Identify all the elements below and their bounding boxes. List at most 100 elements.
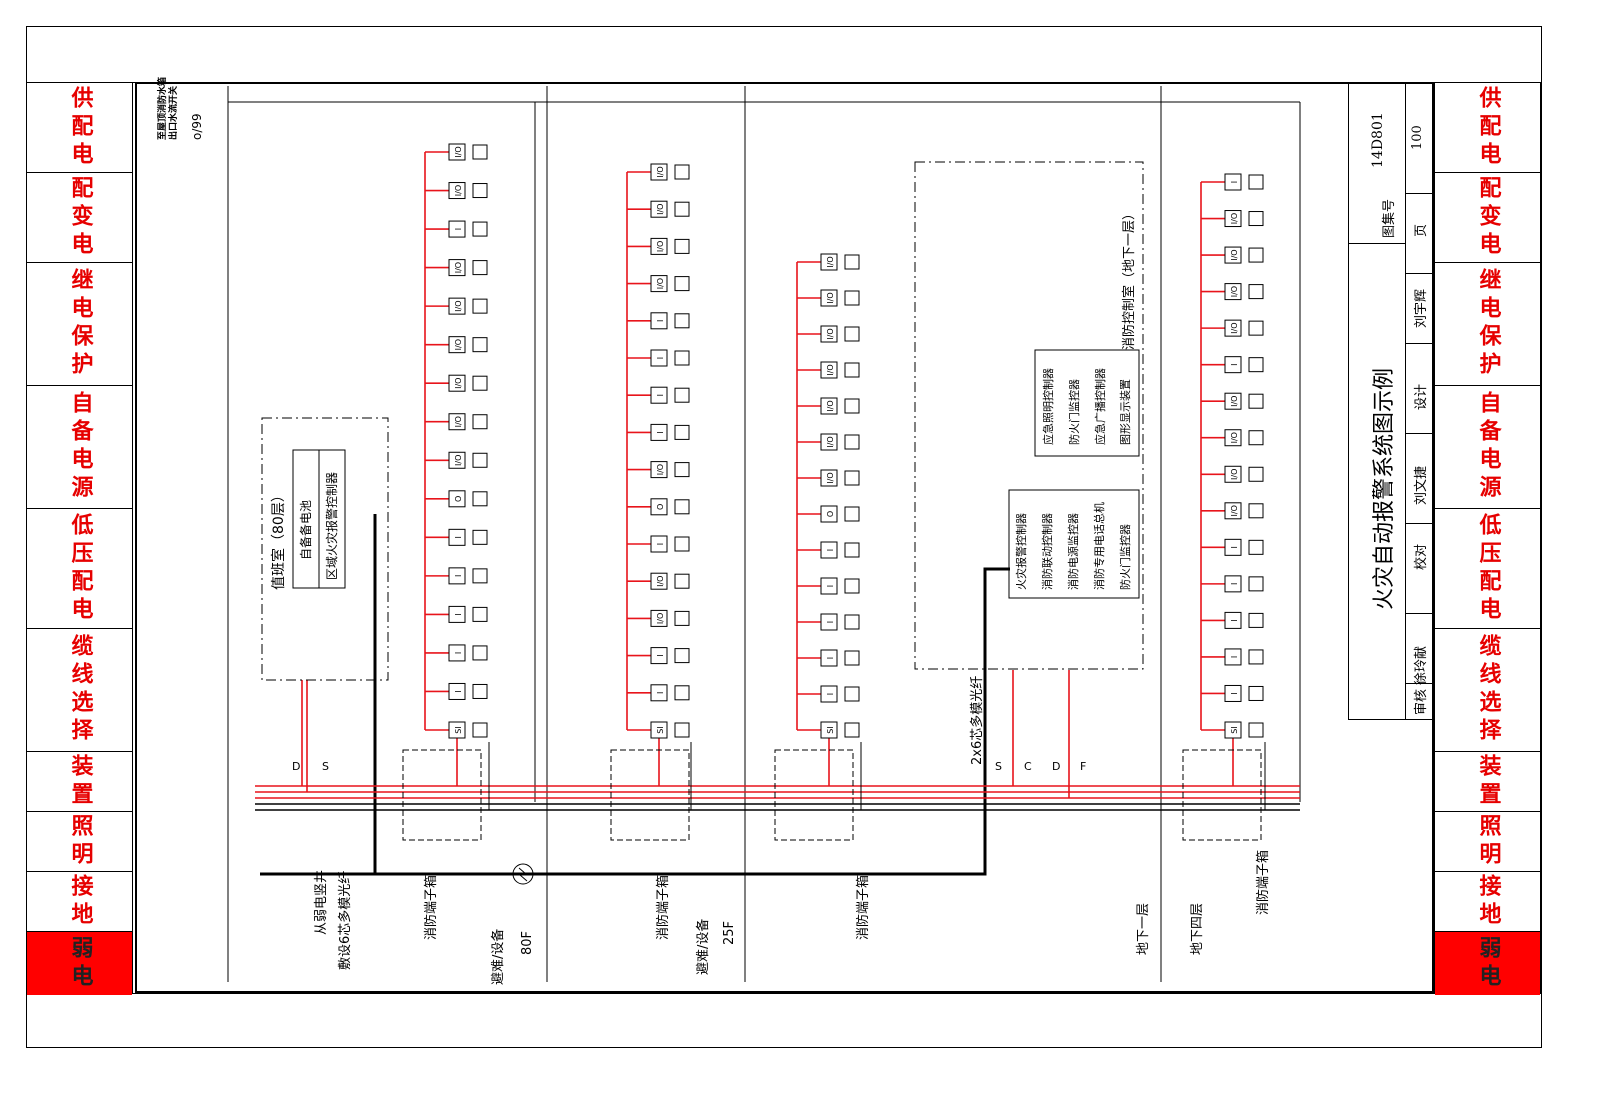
tab-substation[interactable]: 配变电 [27, 173, 132, 263]
tab-standby-power[interactable]: 自备电源 [27, 386, 132, 509]
device-label: I [826, 621, 835, 623]
device-label: I [656, 431, 665, 433]
tab-grounding-r[interactable]: 接地 [1435, 872, 1540, 932]
device-label: I [826, 693, 835, 695]
tab-cable-selection-r[interactable]: 缆线选择 [1435, 629, 1540, 752]
device-label: I [826, 549, 835, 551]
field-device [844, 578, 860, 594]
tab-label: 装置 [67, 753, 93, 810]
design-label: 设计 [1414, 383, 1429, 410]
field-device [844, 686, 860, 702]
device-label: I/O [656, 204, 665, 215]
field-device [674, 573, 690, 589]
field-device [472, 375, 488, 391]
device-label: I/O [454, 146, 463, 157]
field-device [844, 542, 860, 558]
device-label: I/O [656, 464, 665, 475]
device-label: I [454, 690, 463, 692]
device-module [650, 312, 668, 330]
terminal-label-25f: 消防端子箱 [656, 874, 671, 940]
right-tab-column: 供配电 配变电 继电保护 自备电源 低压配电 缆线选择 装置 照明 接地 弱电 [1434, 82, 1541, 995]
tab-lighting[interactable]: 照明 [27, 812, 132, 872]
device-module [650, 275, 668, 293]
tab-low-voltage-r[interactable]: 低压配电 [1435, 509, 1540, 629]
device-label: I [656, 543, 665, 545]
device-module [650, 423, 668, 441]
device-label: I [656, 654, 665, 656]
field-device [472, 183, 488, 199]
cr1-item-4: 图形显示装置 [1119, 379, 1132, 445]
device-module [448, 528, 466, 546]
tab-power-supply-r[interactable]: 供配电 [1435, 83, 1540, 173]
field-device [1248, 503, 1264, 519]
device-module [1224, 283, 1242, 301]
tab-lighting-r[interactable]: 照明 [1435, 812, 1540, 872]
tab-installation-r[interactable]: 装置 [1435, 752, 1540, 812]
device-module [1224, 319, 1242, 337]
device-label: I/O [656, 241, 665, 252]
tab-substation-r[interactable]: 配变电 [1435, 173, 1540, 263]
tab-label: 低压配电 [67, 512, 93, 625]
field-device [472, 260, 488, 276]
tab-low-voltage[interactable]: 低压配电 [27, 509, 132, 629]
fiber-label: 2x6芯多模光纤 [970, 675, 985, 765]
device-label: I/O [454, 262, 463, 273]
field-device [472, 722, 488, 738]
field-device [472, 452, 488, 468]
field-device [844, 614, 860, 630]
device-module [820, 613, 838, 631]
device-label: I [1230, 656, 1239, 658]
tab-weak-current-r[interactable]: 弱电 [1435, 932, 1540, 995]
device-label: I/O [656, 278, 665, 289]
terminal-label-b4: 消防端子箱 [1256, 849, 1271, 915]
field-device [674, 685, 690, 701]
device-module [650, 684, 668, 702]
field-device [674, 238, 690, 254]
cr2-item-4: 消防专用电话总机 [1093, 502, 1106, 590]
device-label: I/O [656, 576, 665, 587]
shaft-label-1: 从弱电竖井 [314, 869, 329, 935]
floor-label-25f: 25F [722, 920, 737, 945]
field-device [1248, 612, 1264, 628]
device-module [448, 490, 466, 508]
device-module [820, 433, 838, 451]
tab-label: 照明 [1475, 813, 1501, 870]
device-label: SI [656, 726, 665, 733]
tab-weak-current[interactable]: 弱电 [27, 932, 132, 995]
device-label: I/O [826, 292, 835, 303]
tab-grounding[interactable]: 接地 [27, 872, 132, 932]
field-device [1248, 685, 1264, 701]
bus-label-c2: C [1024, 760, 1032, 773]
terminal-label-80f: 消防端子箱 [424, 874, 439, 940]
device-label: I/O [656, 166, 665, 177]
device-label: I/O [1230, 322, 1239, 333]
tab-standby-power-r[interactable]: 自备电源 [1435, 386, 1540, 509]
control-room-group2-panel [1008, 489, 1140, 599]
floor-label-80f: 80F [520, 930, 535, 955]
tab-label: 配变电 [1475, 175, 1501, 260]
tab-power-supply[interactable]: 供配电 [27, 83, 132, 173]
tab-cable-selection[interactable]: 缆线选择 [27, 629, 132, 752]
tab-relay-protection[interactable]: 继电保护 [27, 263, 132, 386]
field-device [1248, 539, 1264, 555]
device-label: I [454, 536, 463, 538]
device-module [820, 361, 838, 379]
device-label: I [826, 657, 835, 659]
device-module [650, 535, 668, 553]
field-device [1248, 393, 1264, 409]
field-device [674, 722, 690, 738]
device-label: SI [1230, 726, 1239, 733]
device-label: I/O [826, 472, 835, 483]
tab-relay-protection-r[interactable]: 继电保护 [1435, 263, 1540, 386]
atlas-no-value: 14D801 [1370, 112, 1386, 168]
tab-label: 继电保护 [67, 268, 93, 380]
field-device [844, 470, 860, 486]
tab-label: 自备电源 [67, 391, 93, 503]
tab-label: 接地 [1475, 873, 1501, 930]
field-device [472, 414, 488, 430]
device-label: I/O [454, 300, 463, 311]
cr1-item-2: 防火门监控器 [1068, 379, 1081, 445]
tab-installation[interactable]: 装置 [27, 752, 132, 812]
device-module [820, 289, 838, 307]
device-label: I/O [826, 436, 835, 447]
